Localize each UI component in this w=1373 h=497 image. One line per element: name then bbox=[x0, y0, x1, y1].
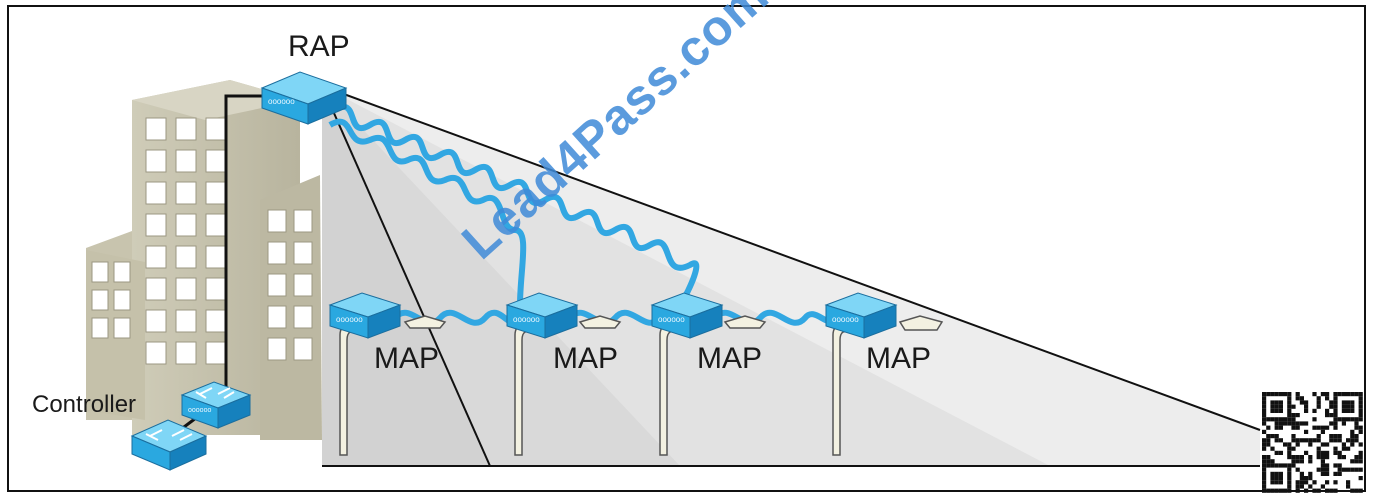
svg-text:oooooo: oooooo bbox=[336, 315, 363, 324]
backhaul-link-2 bbox=[328, 118, 527, 306]
mesh-access-point-icon: oooooo bbox=[824, 292, 898, 339]
mesh-link-3 bbox=[712, 309, 838, 326]
building-icon bbox=[86, 80, 322, 440]
backhaul-link-1 bbox=[333, 104, 700, 307]
mesh-access-point-icon: oooooo bbox=[328, 292, 402, 339]
switch-icon bbox=[130, 419, 208, 471]
map-label: MAP bbox=[374, 342, 440, 375]
qr-code-icon bbox=[1262, 392, 1363, 493]
mesh-access-point-icon: oooooo bbox=[650, 292, 724, 339]
map-label: MAP bbox=[553, 342, 619, 375]
svg-text:oooooo: oooooo bbox=[658, 315, 685, 324]
mesh-link-2 bbox=[567, 309, 663, 326]
rap-label: RAP bbox=[288, 30, 350, 63]
map-label: MAP bbox=[697, 342, 763, 375]
svg-text:oooooo: oooooo bbox=[513, 315, 540, 324]
coverage-area bbox=[321, 85, 1261, 467]
map-label: MAP bbox=[866, 342, 932, 375]
controller-switch-icon: oooooo bbox=[180, 381, 252, 429]
mesh-link-1 bbox=[392, 309, 523, 326]
wireless-links bbox=[328, 104, 838, 326]
root-access-point-icon: oooooo bbox=[260, 71, 348, 125]
wired-link bbox=[224, 94, 268, 390]
svg-text:oooooo: oooooo bbox=[832, 315, 859, 324]
diagram-frame bbox=[7, 5, 1366, 492]
svg-text:oooooo: oooooo bbox=[188, 407, 211, 414]
mesh-access-point-icon: oooooo bbox=[505, 292, 579, 339]
svg-text:oooooo: oooooo bbox=[268, 97, 295, 106]
controller-label: Controller bbox=[32, 391, 137, 418]
